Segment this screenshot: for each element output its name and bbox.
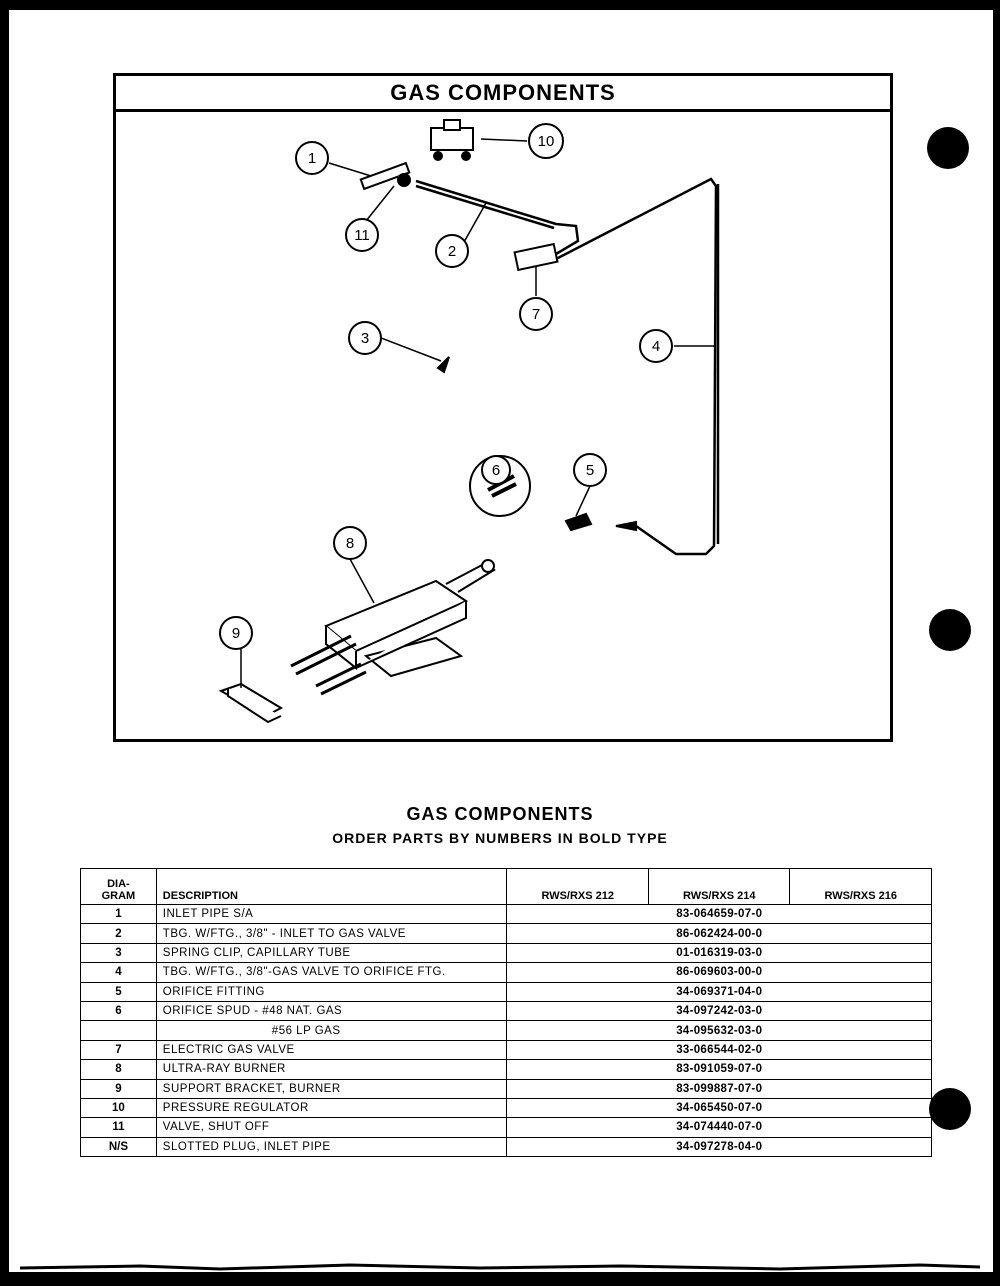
part-9-support-bracket [218, 682, 284, 724]
svg-text:11: 11 [354, 227, 370, 244]
callout-8: 8 [333, 526, 367, 560]
scan-border-right [993, 0, 1000, 1286]
parts-table-header: DIA- GRAM DESCRIPTION RWS/RXS 212 RWS/RX… [80, 868, 932, 905]
parts-section-title: GAS COMPONENTS [406, 804, 594, 824]
parts-table: DIA- GRAM DESCRIPTION RWS/RXS 212 RWS/RX… [80, 868, 932, 1158]
binder-hole-middle [929, 609, 971, 651]
scan-border-top [0, 0, 1000, 10]
callout-1: 1 [295, 141, 329, 175]
callout-4: 4 [639, 329, 673, 363]
svg-text:10: 10 [538, 133, 555, 150]
diagram-frame: GAS COMPONENTS [113, 73, 893, 742]
callout-3: 3 [348, 321, 382, 355]
header-model-212: RWS/RXS 212 [506, 868, 649, 905]
scan-border-bottom [0, 1272, 1000, 1286]
binder-hole-top [927, 127, 969, 169]
callout-2: 2 [435, 234, 469, 268]
part-5-orifice-fitting [564, 512, 637, 532]
callout-5: 5 [573, 453, 607, 487]
svg-text:2: 2 [448, 243, 456, 260]
part-3-spring-clip [436, 356, 450, 374]
svg-text:6: 6 [492, 462, 500, 479]
binder-hole-bottom [929, 1088, 971, 1130]
svg-text:9: 9 [232, 625, 240, 642]
callout-7: 7 [519, 297, 553, 331]
header-diagram: DIA- GRAM [80, 868, 157, 905]
scan-streak [20, 1263, 980, 1271]
callout-10: 10 [528, 123, 564, 159]
svg-text:4: 4 [652, 338, 660, 355]
scan-border-left [0, 0, 9, 1286]
part-1-inlet-pipe [359, 161, 411, 191]
exploded-parts-diagram: 1 2 3 4 5 6 7 8 9 10 11 [218, 119, 720, 724]
callout-9: 9 [219, 616, 253, 650]
diagram-title: GAS COMPONENTS [116, 76, 890, 112]
svg-text:3: 3 [361, 330, 369, 347]
svg-text:5: 5 [586, 462, 594, 479]
part-7-electric-gas-valve [513, 242, 559, 272]
header-model-216: RWS/RXS 216 [789, 868, 932, 905]
part-8-ultra-ray-burner [290, 559, 496, 696]
callout-11: 11 [345, 218, 379, 252]
svg-text:7: 7 [532, 306, 540, 323]
svg-text:1: 1 [308, 150, 316, 167]
callout-6: 6 [481, 455, 511, 485]
header-description: DESCRIPTION [155, 868, 508, 905]
svg-text:8: 8 [346, 535, 354, 552]
parts-section-subtitle: ORDER PARTS BY NUMBERS IN BOLD TYPE [332, 830, 668, 846]
part-10-pressure-regulator [430, 119, 474, 161]
header-model-214: RWS/RXS 214 [647, 868, 791, 905]
